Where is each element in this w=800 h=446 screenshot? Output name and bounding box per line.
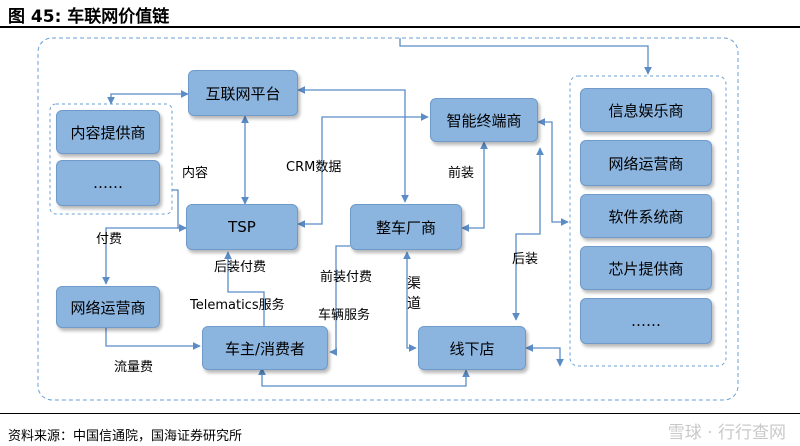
label-aftermarket-payment: 后装付费 (214, 260, 267, 275)
car-owner-node: 车主/消费者 (202, 326, 328, 370)
internet-platform-node: 互联网平台 (188, 70, 298, 116)
title-rule (0, 26, 800, 28)
label-front-install-payment: 前装付费 (320, 270, 373, 285)
content-provider-node: 内容提供商 (56, 110, 160, 154)
offline-store-node: 线下店 (418, 326, 526, 370)
label-front-install: 前装 (448, 166, 475, 181)
label-vehicle-service: 车辆服务 (318, 308, 371, 323)
network-operator-node-left: 网络运营商 (56, 286, 160, 328)
figure-title: 图 45: 车联网价值链 (8, 7, 170, 27)
watermark: 雪球 · 行行查网 (667, 423, 786, 443)
label-content: 内容 (182, 166, 209, 181)
software-system-node: 软件系统商 (580, 194, 712, 238)
label-telematics-service: Telematics服务 (190, 298, 285, 313)
source-note: 资料来源：中国信通院，国海证券研究所 (8, 429, 243, 444)
label-channel: 渠道 (407, 276, 421, 312)
infotainment-node: 信息娱乐商 (580, 88, 712, 132)
tsp-node: TSP (186, 204, 298, 250)
label-payment: 付费 (96, 232, 123, 247)
smart-terminal-node: 智能终端商 (430, 98, 538, 142)
content-more-node: …… (56, 160, 160, 206)
footer-rule (0, 413, 800, 414)
label-traffic-fee: 流量费 (114, 360, 154, 375)
label-crm-data: CRM数据 (286, 160, 342, 175)
network-operator-node-right: 网络运营商 (580, 140, 712, 186)
right-more-node: …… (580, 298, 712, 344)
label-after-install: 后装 (512, 252, 539, 267)
chip-provider-node: 芯片提供商 (580, 246, 712, 290)
oem-node: 整车厂商 (350, 204, 462, 250)
